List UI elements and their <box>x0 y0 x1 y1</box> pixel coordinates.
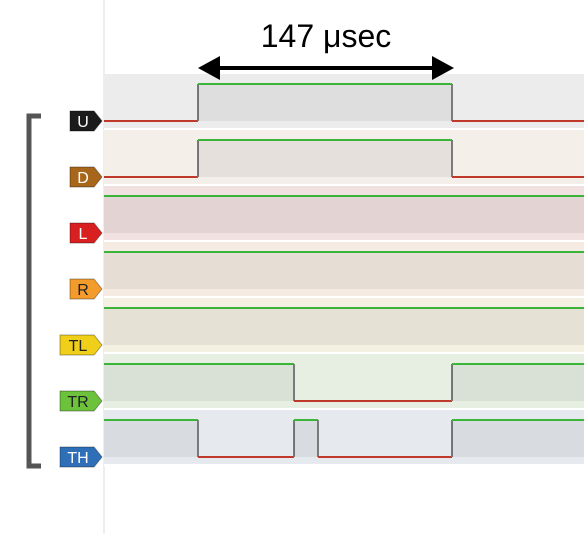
tag-shape <box>69 110 103 132</box>
tag-label: TH <box>67 450 88 467</box>
tag-label: TL <box>69 338 88 355</box>
channel-tag-tl[interactable]: TL <box>59 334 103 356</box>
tag-label: D <box>77 170 89 187</box>
tag-label: L <box>79 226 88 243</box>
pulse-fill <box>104 196 584 233</box>
channel-tag-th[interactable]: TH <box>59 446 103 468</box>
channel-tags: U D L R TL TR TH <box>59 110 103 468</box>
pulse-fill <box>104 308 584 345</box>
pulse-fill <box>104 364 294 401</box>
tag-label: U <box>77 114 89 131</box>
channel-tag-l[interactable]: L <box>69 222 103 244</box>
tag-shape <box>69 222 103 244</box>
pulse-fill <box>104 252 584 289</box>
channel-tag-r[interactable]: R <box>69 278 103 300</box>
arrow-head-left <box>198 56 220 80</box>
arrow-head-right <box>432 56 454 80</box>
tag-shape <box>69 278 103 300</box>
tag-label: TR <box>67 394 88 411</box>
pulse-fill <box>198 84 452 121</box>
tag-shape <box>69 166 103 188</box>
tag-shape <box>59 446 103 468</box>
tag-shape <box>59 334 103 356</box>
tag-label: R <box>77 282 89 299</box>
tag-shape <box>59 390 103 412</box>
channel-bracket <box>26 113 41 469</box>
measurement-arrow <box>198 56 454 80</box>
channel-tag-d[interactable]: D <box>69 166 103 188</box>
channel-tag-tr[interactable]: TR <box>59 390 103 412</box>
pulse-fill <box>198 140 452 177</box>
pulse-fill <box>104 420 198 457</box>
pulse-fill <box>294 420 318 457</box>
channel-tag-u[interactable]: U <box>69 110 103 132</box>
pulse-fill <box>452 420 584 457</box>
measurement-label: 147 μsec <box>260 18 392 54</box>
pulse-fill <box>452 364 584 401</box>
signal-lanes <box>104 74 584 466</box>
